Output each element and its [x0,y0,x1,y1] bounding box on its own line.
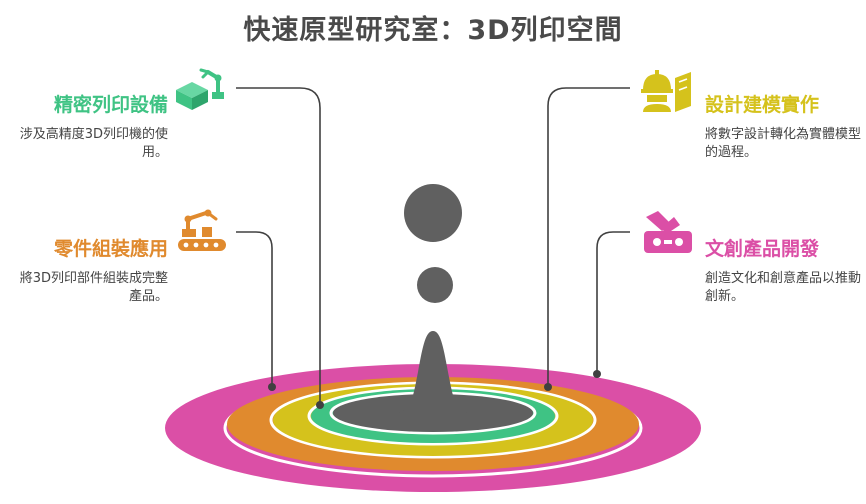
creative-box-icon [644,211,692,253]
item-desc-2: 將3D列印部件組裝成完整產品。 [19,271,168,304]
connector-dot-1 [316,401,324,409]
connector-line-1 [236,87,321,405]
item-desc-3: 將數字設計轉化為實體模型的過程。 [705,127,862,160]
engineer-icon [641,70,691,112]
connector-dot-3 [544,383,552,391]
item-title-4: 文創產品開發 [705,238,820,260]
item-title-2: 零件組裝應用 [53,238,168,260]
item-title-3: 設計建模實作 [705,94,820,116]
connector-dot-4 [593,370,601,378]
item-title-1: 精密列印設備 [53,94,168,116]
connector-line-2 [236,231,273,387]
robot-arm-box-icon [176,68,224,110]
assembly-line-icon [178,209,226,251]
connector-line-4 [596,231,630,374]
item-desc-1: 涉及高精度3D列印機的使用。 [19,127,168,160]
connector-dot-2 [268,383,276,391]
drop-large [404,184,462,242]
item-desc-4: 創造文化和創意產品以推動創新。 [705,271,862,304]
drop-small [417,267,453,303]
page-title: 快速原型研究室：3D列印空間 [243,15,623,46]
connector-line-3 [547,87,630,387]
funnel-peak [382,331,484,416]
